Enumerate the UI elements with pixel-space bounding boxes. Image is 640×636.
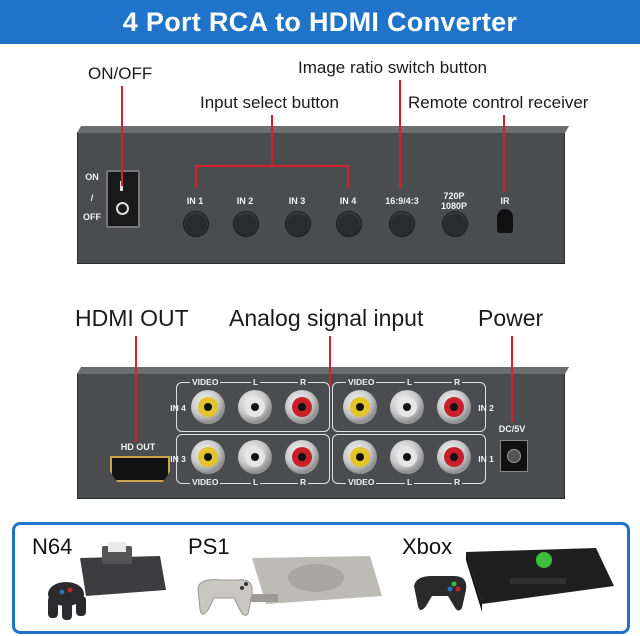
ps1-console-image xyxy=(197,556,382,616)
video-label-top-left: VIDEO xyxy=(190,377,221,387)
button-label-in4: IN 4 xyxy=(339,196,357,206)
r-label-top-right: R xyxy=(452,377,463,387)
console-name-xbox: Xbox xyxy=(402,534,453,559)
rca-in4-left xyxy=(238,390,272,424)
ir-label: IR xyxy=(500,196,510,206)
hd-out-label: HD OUT xyxy=(120,442,156,452)
on-off-callout: ON/OFF xyxy=(88,64,153,83)
video-label-bottom-right: VIDEO xyxy=(346,477,377,487)
front-callout-lines xyxy=(121,80,505,192)
rca-in2-left xyxy=(390,390,424,424)
rca-in3-video xyxy=(191,440,225,474)
button-label-in2: IN 2 xyxy=(236,196,254,206)
rca-in4-right xyxy=(285,390,319,424)
remote-receiver-callout: Remote control receiver xyxy=(408,93,589,112)
console-name-n64: N64 xyxy=(32,534,73,559)
page-title: 4 Port RCA to HDMI Converter xyxy=(122,7,518,37)
hdmi-out-callout: HDMI OUT xyxy=(75,305,189,331)
input-select-callout: Input select button xyxy=(200,93,339,112)
switch-off-mark xyxy=(116,202,129,215)
console-name-ps1: PS1 xyxy=(188,534,230,559)
l-label-bottom-left: L xyxy=(251,477,261,487)
in3-button[interactable] xyxy=(285,211,311,237)
button-label-720p: 720P xyxy=(443,191,465,201)
rca-in3-left xyxy=(238,440,272,474)
l-label-top-left: L xyxy=(251,377,261,387)
video-label-bottom-left: VIDEO xyxy=(190,477,221,487)
resolution-button[interactable] xyxy=(442,211,468,237)
rca-in1-video xyxy=(343,440,377,474)
l-label-top-right: L xyxy=(405,377,415,387)
video-label-top-right: VIDEO xyxy=(346,377,377,387)
in2-label: IN 2 xyxy=(478,403,494,413)
in2-button[interactable] xyxy=(233,211,259,237)
in4-label: IN 4 xyxy=(170,403,186,413)
ir-receiver xyxy=(497,209,513,233)
r-label-bottom-right: R xyxy=(452,477,463,487)
rca-in2-right xyxy=(437,390,471,424)
l-label-bottom-right: L xyxy=(405,477,415,487)
aspect-ratio-button[interactable] xyxy=(389,211,415,237)
r-label-bottom-left: R xyxy=(298,477,309,487)
power-callout: Power xyxy=(478,305,544,331)
button-label-aspect: 16:9/4:3 xyxy=(385,196,419,206)
power-jack-pin xyxy=(507,449,521,463)
in1-button[interactable] xyxy=(183,211,209,237)
r-label-top-left: R xyxy=(298,377,309,387)
front-panel xyxy=(77,132,565,264)
in1-label: IN 1 xyxy=(478,454,494,464)
n64-console-image xyxy=(48,542,166,620)
dc-5v-label: DC/5V xyxy=(498,424,526,434)
button-label-in3: IN 3 xyxy=(288,196,306,206)
switch-slash-label: / xyxy=(90,193,94,203)
back-callout-lines xyxy=(135,336,513,442)
rca-in1-right xyxy=(437,440,471,474)
rca-in2-video xyxy=(343,390,377,424)
image-ratio-callout: Image ratio switch button xyxy=(298,58,487,77)
rca-in3-right xyxy=(285,440,319,474)
switch-on-label: ON xyxy=(85,172,99,182)
rca-in1-left xyxy=(390,440,424,474)
button-label-1080p: 1080P xyxy=(440,201,468,211)
analog-input-callout: Analog signal input xyxy=(229,305,424,331)
hdmi-port xyxy=(110,456,170,482)
title-banner xyxy=(0,0,640,44)
xbox-console-image xyxy=(414,548,614,612)
power-jack xyxy=(500,440,528,472)
button-label-in1: IN 1 xyxy=(186,196,204,206)
switch-off-label: OFF xyxy=(83,212,101,222)
in3-label: IN 3 xyxy=(170,454,186,464)
rca-in4-video xyxy=(191,390,225,424)
in4-button[interactable] xyxy=(336,211,362,237)
